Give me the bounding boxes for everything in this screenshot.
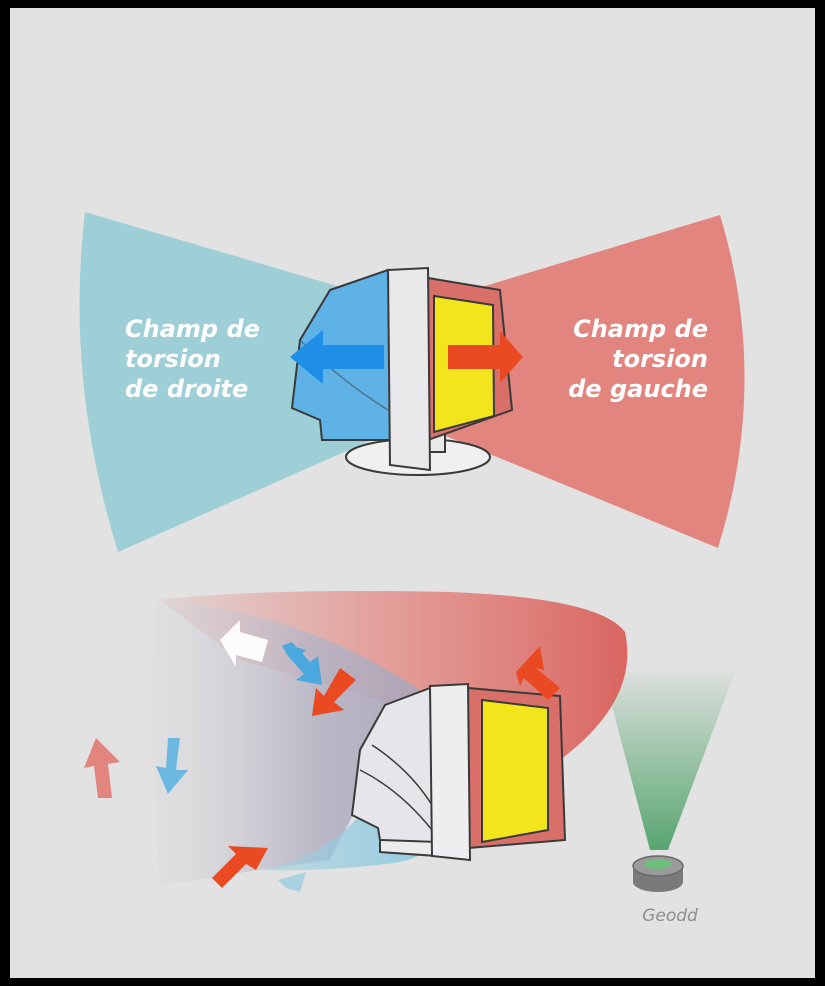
red-arrow-up-icon — [84, 738, 120, 798]
left-field-label-line: Champ de — [125, 314, 260, 344]
right-field-label: Champ de torsion de gauche — [540, 314, 708, 404]
torsion-generator-icon — [633, 856, 683, 892]
right-field-label-line: de gauche — [540, 374, 708, 404]
crt-monitor-side-icon — [352, 684, 565, 860]
right-field-label-line: Champ de — [540, 314, 708, 344]
source-label: Geodd — [620, 906, 720, 926]
right-field-label-line: torsion — [540, 344, 708, 374]
left-field-label: Champ de torsion de droite — [125, 314, 260, 404]
source-beam — [603, 672, 735, 850]
left-field-label-line: de droite — [125, 374, 260, 404]
blue-arrow-icon — [278, 872, 306, 892]
left-field-label-line: torsion — [125, 344, 260, 374]
bottom-diagram — [84, 591, 735, 892]
monitor-screen-2 — [482, 700, 548, 842]
